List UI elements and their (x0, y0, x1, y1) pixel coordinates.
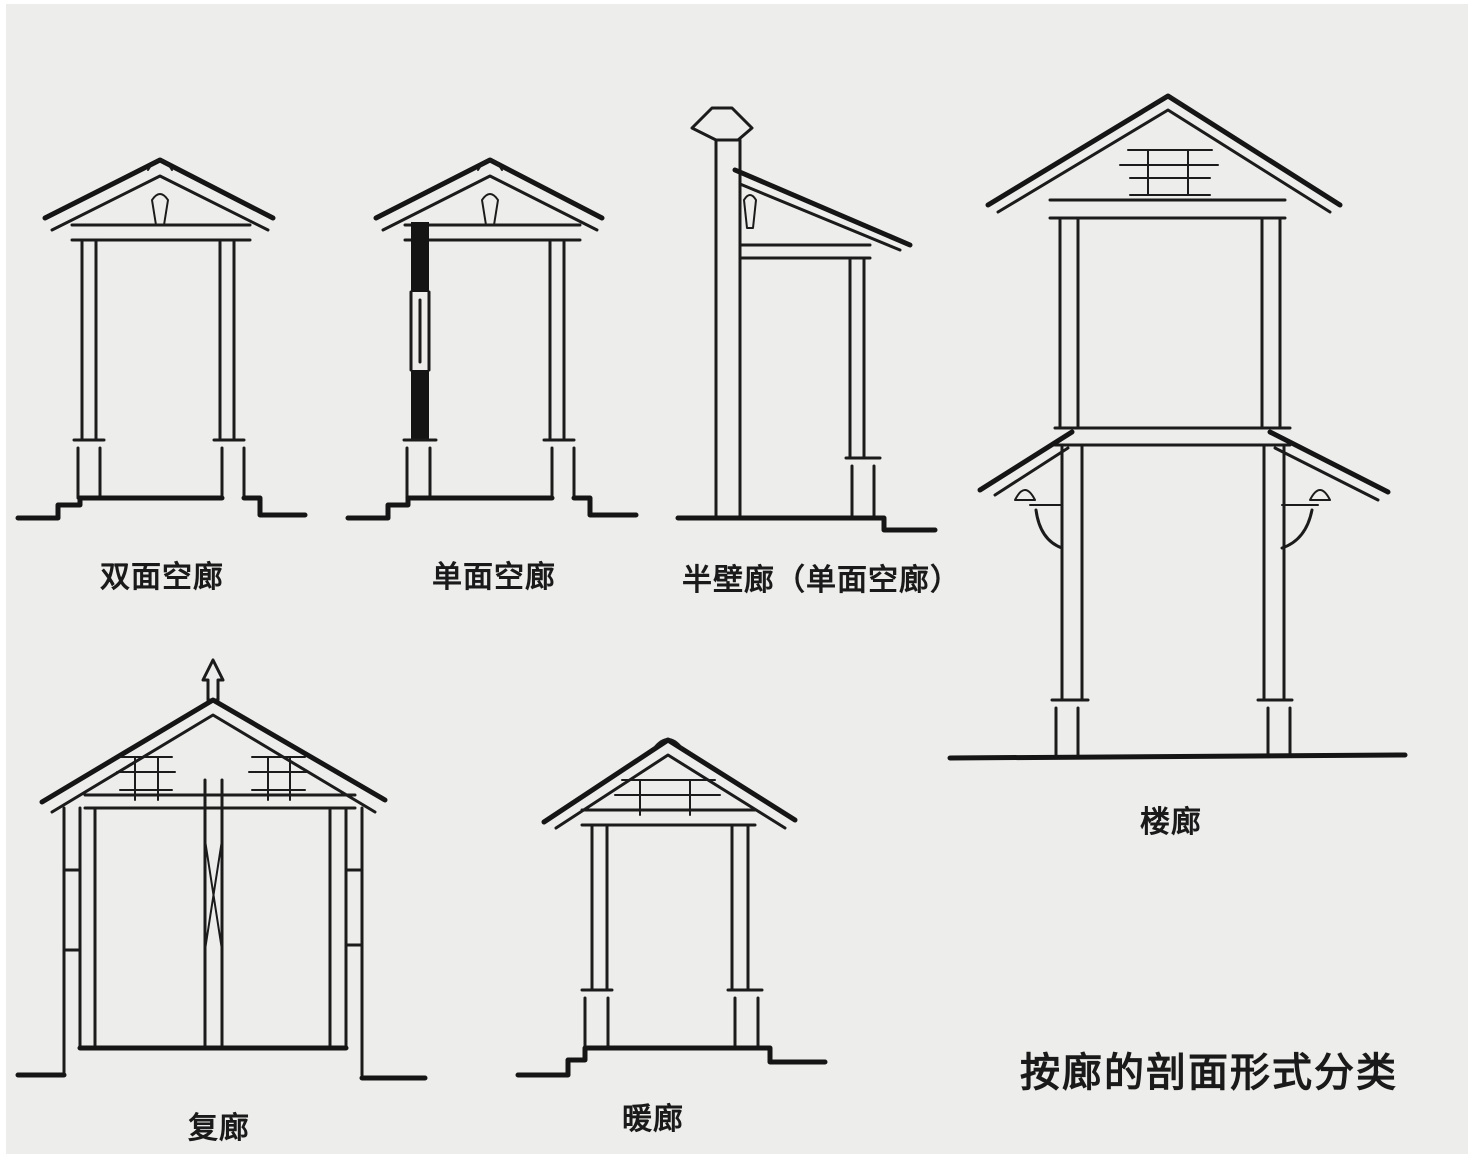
label-warm-corridor: 暖廊 (622, 1102, 684, 1137)
warm-corridor-section (515, 737, 828, 1078)
figure-title: 按廊的剖面形式分类 (1020, 1050, 1398, 1096)
label-compound-corridor: 复廊 (188, 1111, 250, 1146)
label-half-wall-corridor: 半壁廊（单面空廊） (682, 563, 961, 598)
drawing-sheet (6, 4, 1468, 1154)
half-wall-corridor-section (675, 106, 938, 533)
label-double-open-corridor: 双面空廊 (100, 560, 224, 595)
double-open-corridor-section (15, 157, 308, 521)
single-open-corridor-section (345, 157, 639, 521)
compound-corridor-section (15, 658, 428, 1081)
storied-corridor-section (947, 93, 1408, 761)
label-single-open-corridor: 单面空廊 (432, 560, 556, 595)
label-storied-corridor: 楼廊 (1140, 805, 1202, 840)
